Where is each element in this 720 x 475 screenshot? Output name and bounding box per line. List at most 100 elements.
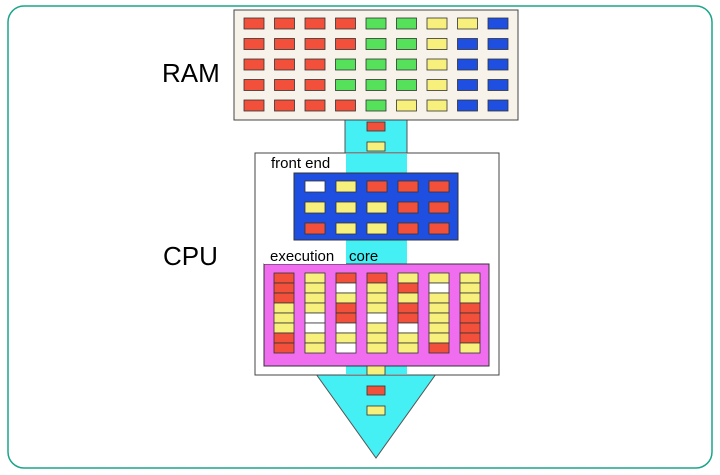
ram-cell <box>335 79 356 91</box>
execution-cell <box>397 332 419 344</box>
execution-cell <box>459 342 481 354</box>
ram-cell <box>243 17 265 30</box>
ram-cell <box>487 79 509 91</box>
ram-cell <box>396 38 417 50</box>
execution-cell <box>366 332 388 344</box>
frontend-cell <box>397 180 419 193</box>
ram-cell <box>426 58 448 71</box>
execution-cell <box>335 302 357 314</box>
stream-cell <box>366 141 386 152</box>
execution-cell <box>366 282 388 294</box>
cpu-label: CPU <box>163 241 218 271</box>
execution-cell <box>304 342 326 354</box>
ram-cell <box>304 17 326 30</box>
ram-cell <box>304 58 326 71</box>
ram-cell <box>335 99 356 112</box>
execution-cell <box>273 282 295 294</box>
stream-bottom <box>366 365 386 416</box>
execution-cell <box>304 282 326 294</box>
execution-cell <box>366 302 388 314</box>
execution-cell <box>397 322 419 334</box>
ram-cell <box>457 38 478 50</box>
ram-cell <box>335 17 356 30</box>
execution-cell <box>304 312 326 324</box>
ram-cell <box>457 17 478 30</box>
execution-cell <box>304 292 326 304</box>
ram-cell <box>457 79 478 91</box>
frontend-cell <box>366 222 388 235</box>
ram-cell <box>487 17 509 30</box>
ram-cell <box>365 79 387 91</box>
ram-cell <box>335 38 356 50</box>
execution-cell <box>335 312 357 324</box>
ram-cell <box>274 38 295 50</box>
front-end-label-bg <box>262 154 346 172</box>
frontend-cells <box>304 180 450 235</box>
execution-cells <box>273 272 481 354</box>
execution-cell <box>428 282 450 294</box>
ram-label: RAM <box>162 58 220 88</box>
ram-cell <box>365 17 387 30</box>
execution-cell <box>428 292 450 304</box>
front-end-label: front end <box>271 155 330 172</box>
ram-cell <box>274 17 295 30</box>
ram-cell <box>426 99 448 112</box>
execution-cell <box>335 282 357 294</box>
execution-cell <box>273 272 295 284</box>
ram-cell <box>304 79 326 91</box>
execution-cell <box>459 292 481 304</box>
execution-cell <box>304 332 326 344</box>
execution-cell <box>335 292 357 304</box>
ram-cell <box>457 58 478 71</box>
ram-cell <box>365 58 387 71</box>
ram-cell <box>396 17 417 30</box>
ram-cell <box>487 99 509 112</box>
execution-cell <box>273 342 295 354</box>
execution-cell <box>459 272 481 284</box>
execution-cell <box>428 302 450 314</box>
execution-cell <box>459 312 481 324</box>
execution-cell <box>366 312 388 324</box>
execution-cell <box>335 332 357 344</box>
frontend-cell <box>428 180 450 193</box>
frontend-cell <box>335 222 357 235</box>
execution-cell <box>335 322 357 334</box>
execution-cell <box>304 322 326 334</box>
execution-cell <box>397 282 419 294</box>
ram-cell <box>274 58 295 71</box>
frontend-cell <box>366 201 388 214</box>
execution-cell <box>397 272 419 284</box>
ram-cell <box>426 17 448 30</box>
execution-cell <box>273 312 295 324</box>
ram-cell <box>243 38 265 50</box>
ram-cell <box>396 79 417 91</box>
execution-cell <box>335 272 357 284</box>
stream-cell <box>366 121 386 132</box>
ram-cell <box>304 99 326 112</box>
stream-cell <box>366 405 386 416</box>
ram-cell <box>274 79 295 91</box>
execution-cell <box>366 272 388 284</box>
execution-cell <box>459 322 481 334</box>
ram-cell <box>426 38 448 50</box>
execution-cell <box>459 332 481 344</box>
ram-cell <box>274 99 295 112</box>
execution-cell <box>304 302 326 314</box>
ram-cell <box>243 58 265 71</box>
execution-cell <box>304 272 326 284</box>
execution-cell <box>366 322 388 334</box>
core-label: core <box>349 248 378 265</box>
execution-cell <box>397 302 419 314</box>
execution-cell <box>428 272 450 284</box>
ram-cell <box>304 38 326 50</box>
ram-cell <box>426 79 448 91</box>
frontend-cell <box>428 222 450 235</box>
stream-cell <box>366 365 386 376</box>
ram-cell <box>457 99 478 112</box>
ram-cell <box>335 58 356 71</box>
frontend-cell <box>366 180 388 193</box>
execution-label: execution <box>270 248 334 265</box>
execution-cell <box>335 342 357 354</box>
